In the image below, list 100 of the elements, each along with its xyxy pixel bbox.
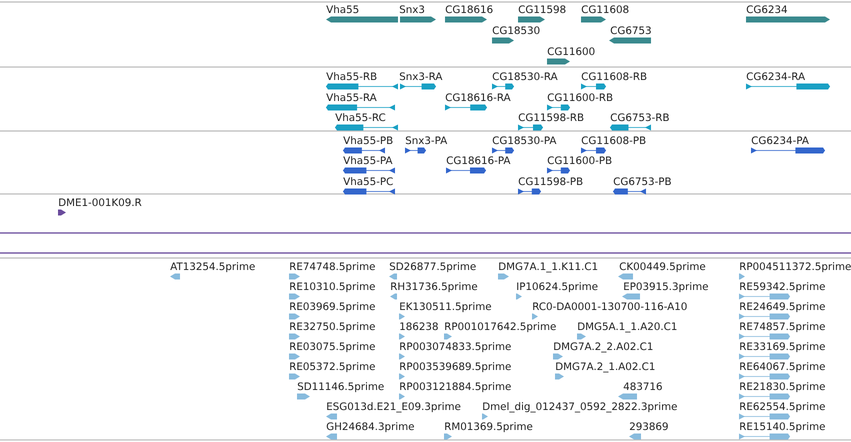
node-label: 186238 bbox=[400, 322, 438, 330]
node-label: CG11598 bbox=[518, 5, 566, 14]
est-feature: RE03969.5prime bbox=[289, 302, 375, 320]
node-label: RE05372.5prime bbox=[290, 362, 375, 372]
node-label: CG11608-PB bbox=[582, 136, 646, 144]
node-label: RP001017642.5prime bbox=[445, 322, 556, 332]
node-label: RE03075.5prime bbox=[290, 342, 375, 352]
node-label: DMG7A.2_2.A02.C1 bbox=[554, 342, 652, 352]
node-label: CG11608-RB bbox=[582, 72, 646, 80]
gene-feature: CG11598 bbox=[518, 5, 566, 22]
node-label: CG6753 bbox=[610, 26, 651, 34]
est-feature: RE59342.5prime bbox=[738, 282, 825, 300]
protein-feature: CG11598-PB bbox=[518, 177, 582, 194]
node-label: RE74857.5prime bbox=[740, 322, 825, 332]
node-label: CK00449.5prime bbox=[620, 262, 706, 272]
node-label: RE59342.5prime bbox=[740, 282, 825, 292]
gene-feature: CG6753 bbox=[609, 26, 651, 44]
node-label: CG6753-RB bbox=[610, 113, 669, 122]
est-feature: RE05372.5prime bbox=[289, 362, 375, 380]
est-feature: SD26877.5prime bbox=[389, 262, 476, 280]
node-label: CG11598-RB bbox=[518, 113, 584, 122]
protein-feature: CG11608-PB bbox=[580, 136, 646, 154]
node-label: RE15140.5prime bbox=[740, 422, 825, 432]
protein-feature: CG6234-PA bbox=[750, 136, 826, 154]
node-label: Dmel_dig_012437_0592_2822.3prime bbox=[483, 402, 677, 412]
transcript-feature: CG11608-RB bbox=[580, 72, 646, 90]
gene-feature: CG18616 bbox=[445, 5, 492, 22]
est-feature: IP10624.5prime bbox=[516, 282, 598, 300]
est-feature: RE21830.5prime bbox=[738, 382, 825, 400]
node-label: 483716 bbox=[624, 382, 662, 390]
node-label: CG18530-RA bbox=[492, 72, 558, 80]
node-label: DMG7A.1_1.K11.C1 bbox=[499, 262, 598, 272]
est-feature: RH31736.5prime bbox=[390, 282, 478, 300]
node-label: CG18530-PA bbox=[492, 136, 556, 144]
est-feature: RE64067.5prime bbox=[738, 362, 825, 380]
transcript-feature: Vha55-RB bbox=[326, 72, 398, 90]
node-label: IP10624.5prime bbox=[517, 282, 598, 292]
est-feature: RE74857.5prime bbox=[738, 322, 825, 340]
node-label: SD11146.5prime bbox=[298, 382, 384, 392]
node-label: DME1-001K09.R bbox=[59, 198, 142, 206]
node-label: RP004511372.5prime bbox=[740, 262, 851, 272]
node-label: RE32750.5prime bbox=[290, 322, 375, 332]
node-label: CG6234-PA bbox=[752, 136, 809, 144]
node-label: RE33169.5prime bbox=[740, 342, 825, 352]
est-feature: GH24684.3prime bbox=[326, 422, 414, 440]
protein-feature: CG6753-PB bbox=[612, 177, 671, 194]
transcript-feature: CG18530-RA bbox=[492, 72, 558, 90]
node-label: GH24684.3prime bbox=[326, 422, 414, 432]
node-label: RC0-DA0001-130700-116-A10 bbox=[533, 302, 687, 310]
node-label: Vha55-RC bbox=[335, 113, 386, 122]
est-feature: CK00449.5prime bbox=[618, 262, 706, 280]
node-label: RE74748.5prime bbox=[290, 262, 375, 272]
protein-feature: CG18616-PA bbox=[446, 156, 510, 174]
est-feature: SD11146.5prime bbox=[297, 382, 384, 400]
node-label: AT13254.5prime bbox=[170, 262, 255, 272]
est-feature: AT13254.5prime bbox=[170, 262, 255, 280]
est-feature: RE62554.5prime bbox=[738, 402, 825, 420]
gene-feature: Snx3 bbox=[400, 5, 436, 22]
node-label: Vha55-PA bbox=[343, 156, 392, 164]
node-label: CG11598-PB bbox=[518, 177, 582, 186]
node-label: RP003121884.5prime bbox=[400, 382, 511, 392]
est-feature: RP003121884.5prime bbox=[399, 382, 511, 400]
protein-feature: Vha55-PB bbox=[342, 136, 392, 154]
gene-feature: CG6234 bbox=[746, 5, 830, 22]
transcript-feature: CG6234-RA bbox=[746, 72, 830, 90]
gene-feature: CG18530 bbox=[492, 26, 540, 44]
clone-feature: DME1-001K09.R bbox=[58, 198, 142, 216]
gene-feature: CG11608 bbox=[581, 5, 628, 22]
est-feature: ESG013d.E21_E09.3prime bbox=[326, 402, 460, 420]
node-label: EK130511.5prime bbox=[400, 302, 492, 312]
node-label: Vha55 bbox=[326, 5, 358, 14]
node-label: DMG7A.2_1.A02.C1 bbox=[556, 362, 654, 372]
transcript-feature: CG6753-RB bbox=[610, 113, 669, 130]
est-feature: DMG7A.2_1.A02.C1 bbox=[555, 362, 654, 380]
node-label: RP003074833.5prime bbox=[400, 342, 511, 352]
est-feature: 483716 bbox=[618, 382, 662, 400]
est-feature: EP03915.3prime bbox=[622, 282, 708, 300]
est-feature: RP003539689.5prime bbox=[399, 362, 511, 380]
node-label: RE10310.5prime bbox=[290, 282, 375, 292]
transcript-feature: Vha55-RA bbox=[326, 93, 396, 110]
node-label: Vha55-RA bbox=[326, 93, 377, 102]
node-label: CG6753-PB bbox=[614, 177, 671, 186]
node-label: RE64067.5prime bbox=[740, 362, 825, 372]
node-label: RP003539689.5prime bbox=[400, 362, 511, 372]
est-feature: Dmel_dig_012437_0592_2822.3prime bbox=[482, 402, 677, 420]
est-feature: RP003074833.5prime bbox=[399, 342, 511, 360]
node-label: RM01369.5prime bbox=[445, 422, 532, 432]
est-feature: RE10310.5prime bbox=[289, 282, 375, 300]
est-feature: RE32750.5prime bbox=[289, 322, 375, 340]
protein-feature: Vha55-PC bbox=[342, 177, 396, 194]
est-feature: DMG7A.1_1.K11.C1 bbox=[498, 262, 598, 280]
node-label: CG18616 bbox=[446, 5, 492, 14]
node-label: EP03915.3prime bbox=[624, 282, 708, 292]
node-label: RE62554.5prime bbox=[740, 402, 825, 412]
node-label: CG18530 bbox=[492, 26, 540, 34]
transcript-feature: Snx3-RA bbox=[400, 72, 442, 90]
est-feature: 186238 bbox=[399, 322, 438, 340]
node-label: Vha55-RB bbox=[326, 72, 376, 80]
node-label: DMG5A.1_1.A20.C1 bbox=[578, 322, 676, 332]
protein-feature: CG18530-PA bbox=[492, 136, 556, 154]
